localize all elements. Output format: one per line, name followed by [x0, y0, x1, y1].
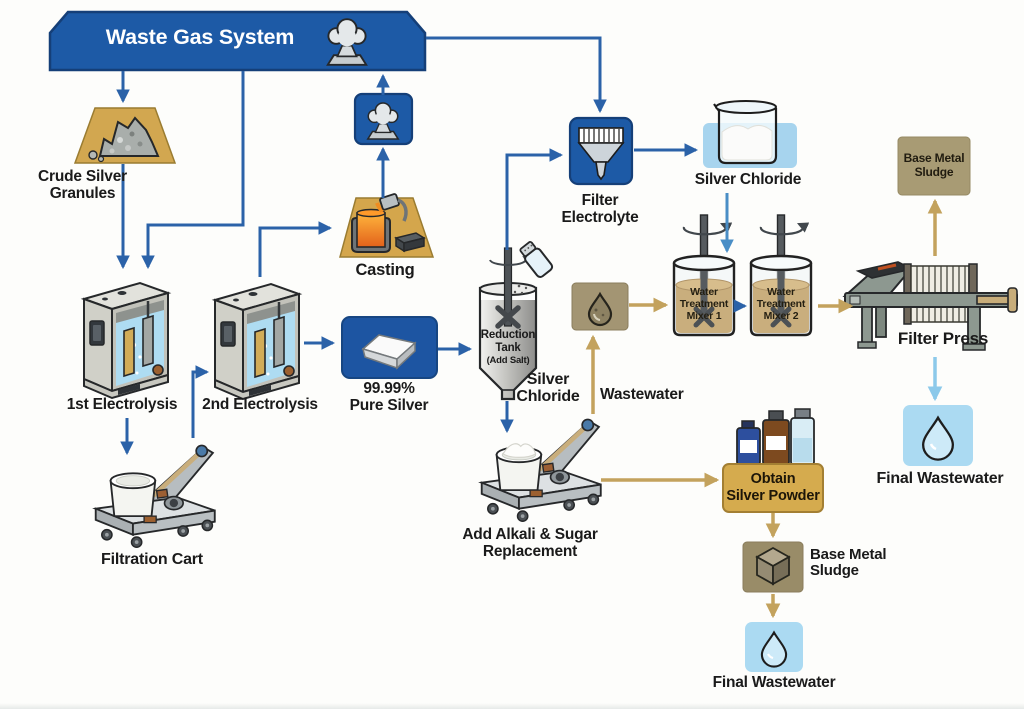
arrow-electrolysis2-to-casting — [258, 221, 333, 277]
water-treatment-mixer-2-label: Water Treatment Mixer 2 — [756, 286, 806, 322]
filter-press-label: Filter Press — [897, 329, 989, 348]
arrow-banner-to-electrolysis1 — [141, 71, 245, 270]
base-metal-sludge-bottom-label: Base Metal Sludge — [810, 546, 887, 580]
smoke-vent-box — [353, 92, 414, 146]
arrow-filtration-cart-to-electrolysis2 — [191, 365, 210, 438]
electrolysis-2-label: 2nd Electrolysis — [202, 396, 318, 413]
silver-chloride-beaker-label: Silver Chloride — [694, 171, 802, 188]
filtration-cart-icon — [96, 445, 215, 547]
electrolysis-1-label: 1st Electrolysis — [66, 396, 178, 413]
reduction-tank-label: Reduction Tank (Add Salt) — [480, 329, 536, 367]
final-wastewater-right-label: Final Wastewater — [876, 470, 1004, 487]
electrolysis-1-icon — [82, 281, 170, 400]
add-alkali-label: Add Alkali & Sugar Replacement — [462, 526, 598, 560]
arrow-reduction-tank-to-filter-electrolyte — [505, 148, 564, 250]
filtration-cart-label: Filtration Cart — [101, 551, 203, 568]
silver-chloride-output-label: Silver Chloride — [516, 371, 580, 406]
base-metal-sludge-bottom-icon — [742, 541, 804, 593]
add-alkali-cart-icon — [482, 419, 601, 521]
arrow-banner-to-filter-electrolyte — [426, 36, 607, 114]
obtain-silver-powder-box — [722, 463, 824, 513]
wastewater-label: Wastewater — [600, 386, 684, 403]
reduction-tank-icon — [478, 241, 554, 401]
electrolysis-2-icon — [213, 282, 301, 401]
alkali-powder — [502, 443, 537, 458]
final-wastewater-bottom-label: Final Wastewater — [712, 674, 836, 691]
crude-silver-granules-label: Crude Silver Granules — [38, 168, 127, 202]
obtain-silver-powder-label: Obtain Silver Powder — [726, 471, 820, 504]
final-wastewater-right-icon — [903, 405, 973, 466]
base-metal-sludge-top-label: Base Metal Sludge — [903, 151, 965, 179]
base-metal-sludge-top-box — [897, 136, 971, 196]
flow-arrows — [116, 36, 943, 619]
crude-silver-granules-icon — [73, 107, 177, 164]
pure-silver-label: 99.99% Pure Silver — [349, 380, 429, 414]
salt-shaker-icon — [519, 241, 554, 278]
banner-title: Waste Gas System — [105, 25, 295, 49]
silver-chloride-beaker-icon — [703, 100, 797, 168]
final-wastewater-bottom-icon — [745, 622, 803, 672]
waste-gas-banner — [48, 10, 427, 72]
filter-electrolyte-label: Filter Electrolyte — [561, 192, 639, 226]
bottom-edge-artifact — [0, 703, 1024, 709]
casting-icon — [339, 193, 435, 258]
filter-press-icon — [842, 261, 1018, 351]
wastewater-drop-icon — [571, 282, 629, 331]
reagent-bottles-icon — [736, 408, 815, 466]
water-treatment-mixer-1-label: Water Treatment Mixer 1 — [679, 286, 729, 322]
pure-silver-icon — [341, 316, 438, 379]
casting-label: Casting — [355, 261, 415, 279]
filter-electrolyte-icon — [568, 116, 634, 186]
